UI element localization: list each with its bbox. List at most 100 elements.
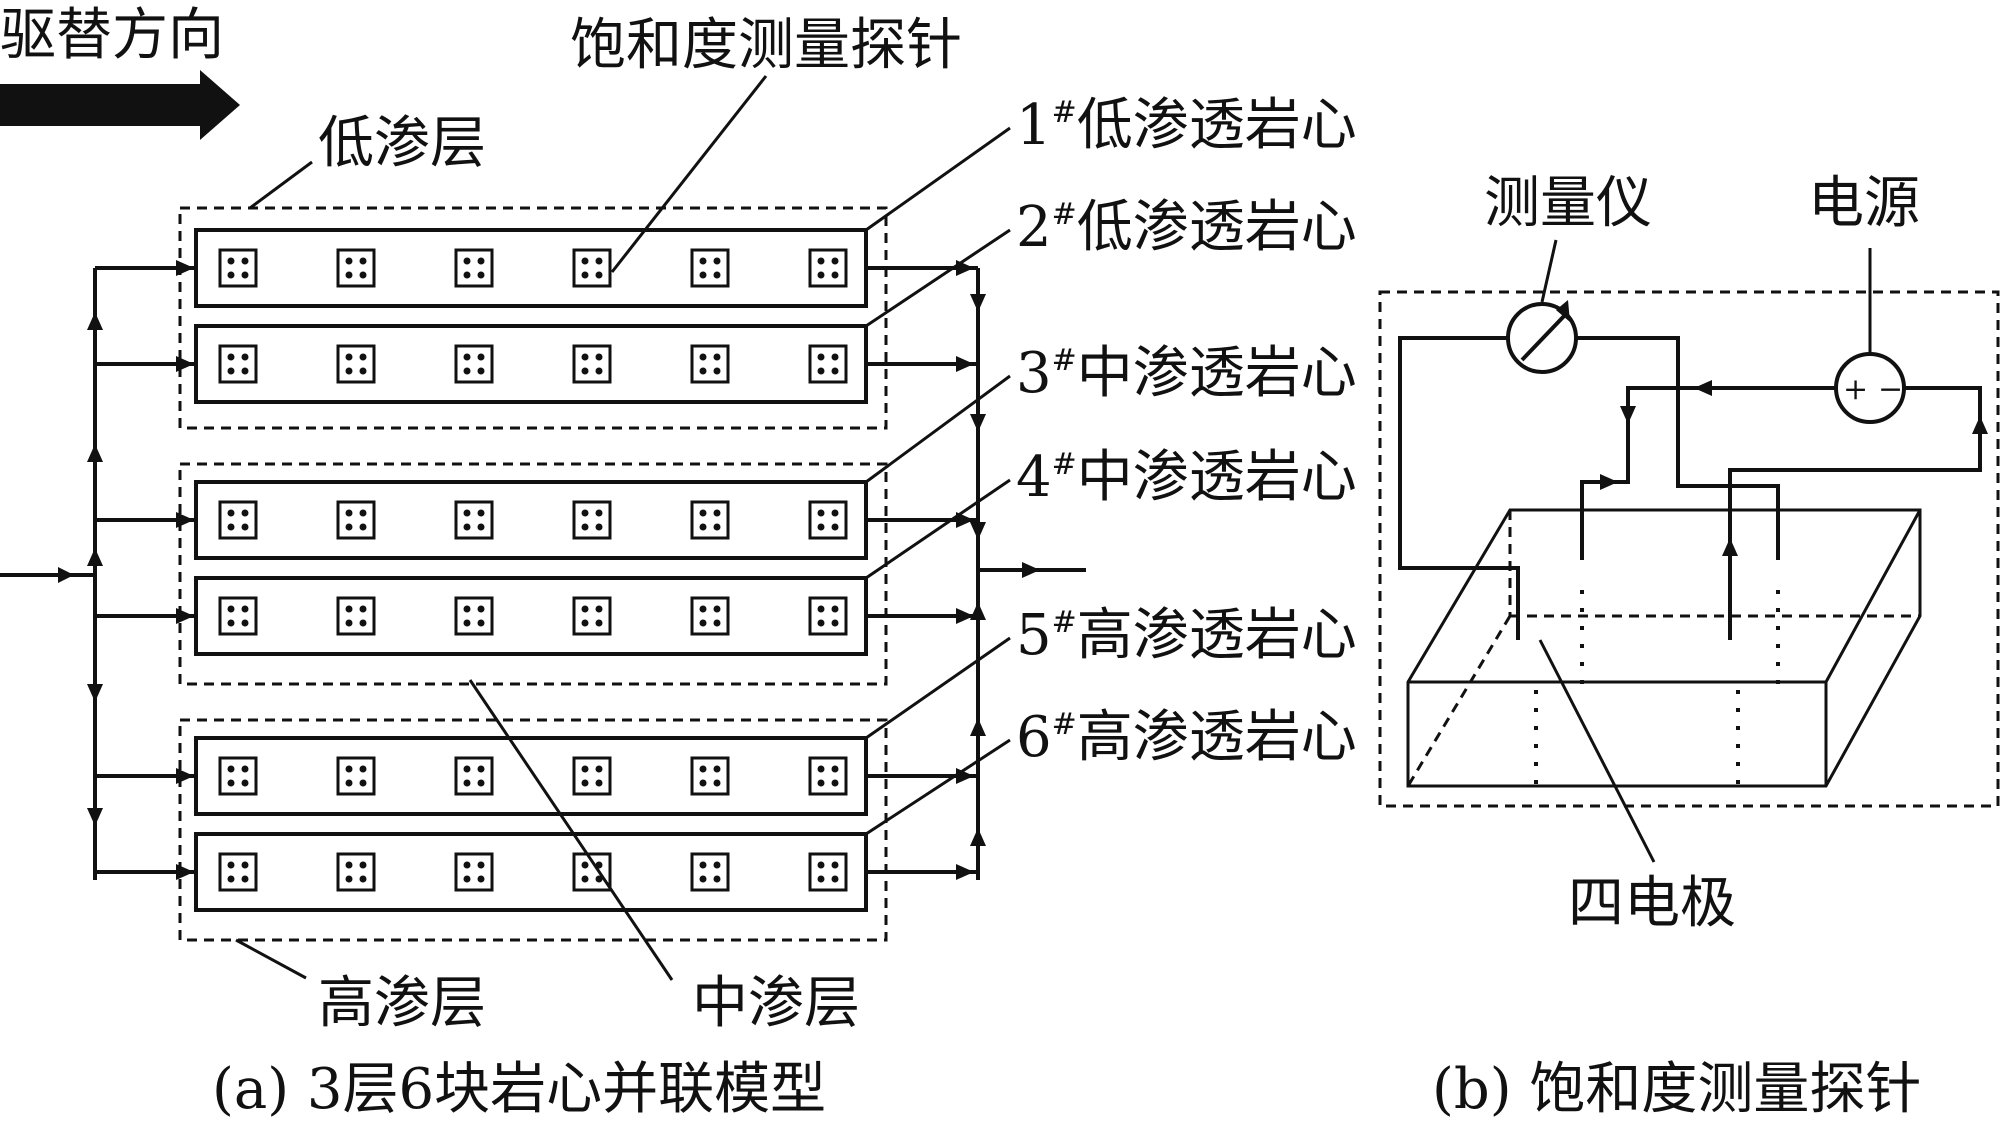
saturation-probe	[454, 344, 494, 384]
power-flow-arrow-2	[1620, 406, 1636, 424]
core-body	[194, 576, 868, 656]
saturation-probe	[218, 248, 258, 288]
core-name: 中渗透岩心	[1077, 445, 1357, 510]
probe-leader-line	[610, 75, 768, 273]
layer-mid-box	[178, 462, 888, 686]
saturation-probe	[454, 756, 494, 796]
drive-direction-label: 驱替方向	[0, 3, 224, 68]
saturation-probe	[454, 500, 494, 540]
core-mark: #	[1052, 197, 1077, 232]
core-number: 6	[1016, 705, 1052, 770]
core-body	[194, 480, 868, 560]
core-label-3: 3#中渗透岩心	[1016, 341, 1357, 406]
saturation-probe	[336, 500, 376, 540]
outlet-down-arrow-2	[970, 414, 986, 432]
core-mark: #	[1052, 343, 1077, 378]
saturation-probe	[808, 756, 848, 796]
layer-low-box	[178, 206, 888, 430]
saturation-probe	[336, 596, 376, 636]
power-label: 电源	[1808, 171, 1920, 236]
core-name: 低渗透岩心	[1077, 93, 1357, 158]
layer-high-label: 高渗层	[318, 971, 486, 1036]
layer-high-leader	[235, 938, 307, 980]
core-name: 中渗透岩心	[1077, 341, 1357, 406]
saturation-probe	[690, 344, 730, 384]
outlet-branch-arrow	[956, 608, 974, 624]
inlet-arrow	[58, 567, 74, 583]
core-label-leader	[865, 738, 1011, 836]
sample-block	[1406, 508, 1922, 788]
block-hidden-edge-d	[1406, 615, 1512, 787]
drive-direction-arrow	[0, 70, 240, 140]
core-number: 2	[1016, 195, 1052, 260]
outlet-arrow	[1022, 562, 1040, 578]
core-label-1: 1#低渗透岩心	[1016, 93, 1357, 158]
inlet-branch-arrow	[176, 356, 194, 372]
electrode-label: 四电极	[1568, 871, 1736, 936]
core-label-5: 5#高渗透岩心	[1016, 603, 1357, 668]
core-label-leader	[865, 478, 1011, 580]
saturation-probe	[572, 344, 612, 384]
manifold-down-arrow-1	[87, 684, 103, 702]
power-flow-arrow-3	[1972, 416, 1988, 434]
saturation-probe	[690, 248, 730, 288]
panel-a: 驱替方向 饱和度测量探针 低渗层 高渗层 中渗层	[0, 3, 1357, 1122]
outlet-up-arrow-3	[970, 828, 986, 846]
saturation-probe	[218, 756, 258, 796]
core-3	[95, 480, 978, 560]
saturation-probe	[336, 248, 376, 288]
core-label-leader	[865, 636, 1011, 740]
core-2	[95, 324, 978, 404]
caption-a: (a) 3层6块岩心并联模型	[212, 1057, 826, 1122]
probe-housing-box	[1378, 290, 2000, 808]
outlet-branch-arrow	[956, 356, 974, 372]
saturation-probe	[572, 756, 612, 796]
core-number: 4	[1016, 445, 1052, 510]
panel-b: 测量仪 电源 + −	[1378, 171, 2000, 1122]
outlet-branch-arrow	[956, 864, 974, 880]
core-body	[194, 736, 868, 816]
saturation-probe	[218, 852, 258, 892]
core-label-4: 4#中渗透岩心	[1016, 445, 1357, 510]
outlet-up-arrow-1	[970, 602, 986, 620]
saturation-probe	[808, 248, 848, 288]
layer-low-label: 低渗层	[318, 111, 486, 176]
core-label-leader	[865, 374, 1011, 484]
saturation-probe	[218, 596, 258, 636]
core-5	[95, 736, 978, 816]
core-1	[95, 228, 978, 308]
core-body	[194, 228, 868, 308]
core-label-2: 2#低渗透岩心	[1016, 195, 1357, 260]
core-mark: #	[1052, 95, 1077, 130]
saturation-probe	[808, 852, 848, 892]
core-body	[194, 832, 868, 912]
manifold-up-arrow-2	[87, 444, 103, 462]
power-flow-arrow-5	[1722, 538, 1738, 556]
saturation-probe	[454, 596, 494, 636]
inlet-branch-arrow	[176, 512, 194, 528]
power-plus-sign: +	[1843, 372, 1868, 407]
core-label-leader	[865, 228, 1011, 328]
saturation-probe	[572, 596, 612, 636]
probe-label: 饱和度测量探针	[570, 13, 962, 78]
meter-leader	[1540, 239, 1558, 303]
saturation-probe	[690, 852, 730, 892]
saturation-probe	[572, 500, 612, 540]
manifold-down-arrow-2	[87, 808, 103, 826]
saturation-probe	[690, 756, 730, 796]
core-number: 3	[1016, 341, 1052, 406]
saturation-probe	[336, 756, 376, 796]
core-4	[95, 576, 978, 656]
layer-high-box	[178, 718, 888, 942]
core-name: 高渗透岩心	[1077, 603, 1357, 668]
power-minus-sign: −	[1878, 372, 1903, 407]
layer-low-leader	[249, 160, 313, 210]
power-circuit-left	[1580, 386, 1836, 560]
core-label-leader	[865, 126, 1011, 232]
core-mark: #	[1052, 605, 1077, 640]
meter-needle-tip	[1556, 300, 1570, 322]
inlet-branch-arrow	[176, 260, 194, 276]
saturation-probe	[454, 248, 494, 288]
saturation-probe	[218, 344, 258, 384]
